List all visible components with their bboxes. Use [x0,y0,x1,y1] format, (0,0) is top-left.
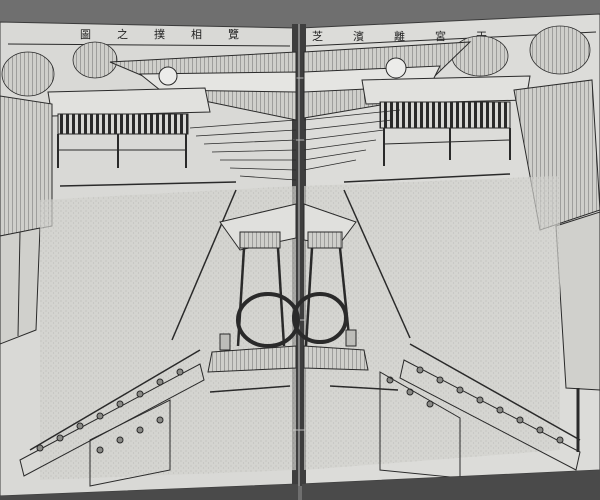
viewing-stand-left [47,87,211,168]
flower-fence-left [19,363,205,487]
chrysanthemum-crest-icon [158,66,178,86]
sumo-ring [207,292,369,373]
page-edge-bottom [302,470,600,500]
left-page-caption: 圖之撲相覽 [80,27,265,41]
flower-fence-right [379,359,581,479]
viewing-stand-right [361,75,531,166]
page-edge-bottom [0,484,298,500]
steps [189,109,401,181]
chrysanthemum-crest-icon [385,57,407,79]
rails [29,173,581,451]
